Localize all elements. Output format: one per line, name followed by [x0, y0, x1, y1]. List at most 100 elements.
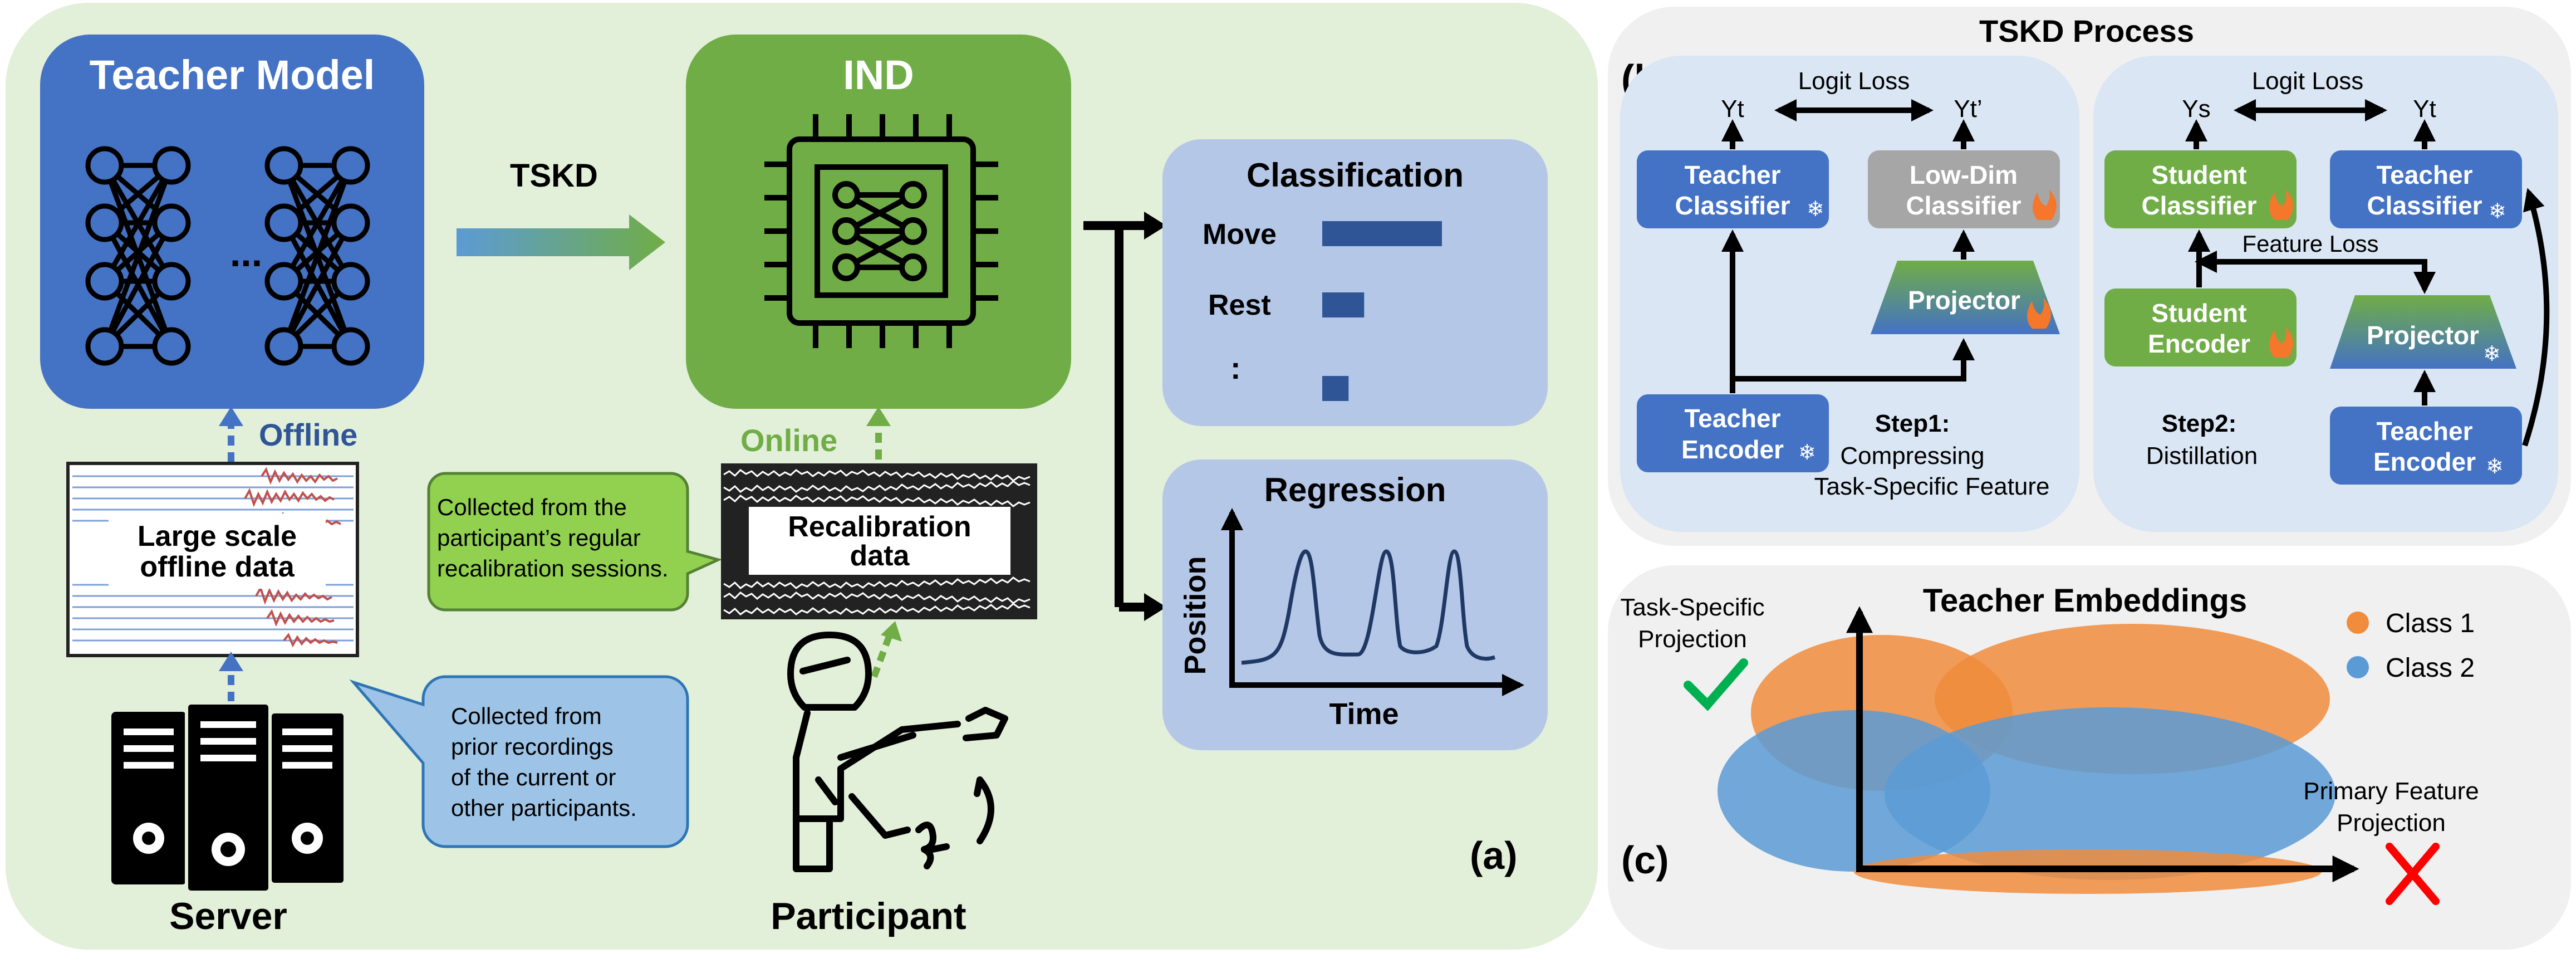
panel-c-title: Teacher Embeddings — [1923, 583, 2247, 619]
arrow-to-regression — [1144, 593, 1166, 621]
participant-label: Participant — [771, 895, 966, 937]
step1-projector-label: Projector — [1908, 286, 2020, 315]
snowflake-icon: ❄ — [1798, 441, 1816, 465]
embedding-ellipses — [1718, 624, 2335, 894]
flame-icon — [2027, 298, 2051, 329]
checkmark-icon — [1684, 658, 1748, 711]
ind-title: IND — [843, 52, 914, 98]
step1-diagram: Yt Yt’ Logit Loss Teacher Classifier ❄ L… — [1637, 67, 2060, 500]
legend-class1: Class 1 — [2386, 609, 2475, 638]
callout-blue-line3: of the current or — [451, 764, 616, 790]
legend-class2: Class 2 — [2386, 653, 2475, 683]
flame-icon — [2269, 327, 2293, 358]
classification-box: Classification Move Rest : — [1162, 139, 1548, 426]
online-arrowhead — [866, 407, 891, 426]
step1-desc1: Compressing — [1840, 442, 1984, 470]
server-label: Server — [169, 895, 287, 937]
step1-projector — [1871, 261, 2060, 334]
regression-curve — [1241, 549, 1496, 665]
regression-ylabel: Position — [1179, 556, 1212, 675]
step1-teacher-classifier-line2: Classifier — [1675, 191, 1790, 220]
tskd-arrow — [457, 214, 665, 270]
step1-teacher-classifier — [1637, 150, 1829, 228]
classification-bar — [1322, 292, 1365, 317]
recalibration-data-box: Recalibration data — [721, 463, 1037, 619]
snowflake-icon: ❄ — [2483, 343, 2501, 366]
nn-ellipsis: ... — [230, 231, 262, 275]
step1-teacher-encoder — [1637, 394, 1829, 472]
step2-yt: Yt — [2413, 95, 2436, 123]
recalibration-data-line1: Recalibration — [788, 511, 971, 543]
callout-blue-line1: Collected from — [451, 703, 602, 729]
step2-diagram: Ys Yt Logit Loss Student Classifier Teac… — [2104, 67, 2550, 485]
class2-ellipse-right — [1885, 707, 2335, 880]
step2-teacher-encoder — [2330, 407, 2522, 485]
step1-logit-loss: Logit Loss — [1798, 67, 1910, 95]
classification-bar — [1322, 376, 1349, 401]
primary-feature-line1: Primary Feature — [2303, 778, 2479, 805]
legend-swatch-class1 — [2347, 612, 2369, 634]
class-label-move: Move — [1203, 218, 1277, 251]
recalibration-data-line2: data — [850, 540, 910, 572]
participant-arrow — [871, 633, 893, 678]
step2-projector-label: Projector — [2367, 321, 2479, 350]
step2-connector-arrows — [2185, 119, 2550, 447]
flame-icon — [2033, 189, 2057, 220]
snowflake-icon: ❄ — [2486, 455, 2504, 478]
step2-teacher-classifier-line2: Classifier — [2367, 191, 2482, 220]
step2-student-encoder-line2: Encoder — [2148, 329, 2250, 358]
classification-bars — [1322, 221, 1442, 401]
step1-teacher-encoder-line2: Encoder — [1681, 435, 1784, 464]
step2-title: Step2: — [2162, 410, 2236, 437]
task-specific-line2: Projection — [1638, 625, 1747, 653]
legend: Class 1 Class 2 — [2347, 609, 2475, 683]
step2-student-classifier — [2104, 150, 2297, 228]
step2-teacher-classifier — [2330, 150, 2522, 228]
regression-box: Regression Position Time — [1162, 459, 1548, 750]
step1-lowdim-classifier-line2: Classifier — [1906, 191, 2021, 220]
step2-feature-loss: Feature Loss — [2242, 231, 2378, 257]
classification-bar — [1322, 221, 1442, 246]
flame-icon — [2269, 189, 2293, 220]
panel-c-label: (c) — [1621, 838, 1669, 882]
step2-student-encoder — [2104, 289, 2297, 366]
arrow-to-classification — [1144, 212, 1166, 239]
step1-teacher-encoder-line1: Teacher — [1684, 404, 1780, 433]
step1-lowdim-classifier — [1868, 150, 2060, 228]
panel-b-title: TSKD Process — [1979, 13, 2194, 48]
step2-student-classifier-line2: Classifier — [2141, 191, 2256, 220]
step1-desc2: Task-Specific Feature — [1814, 473, 2049, 500]
class-label-rest: Rest — [1208, 289, 1271, 321]
step2-projector — [2330, 295, 2516, 369]
offline-label: Offline — [259, 417, 357, 452]
server-icon — [111, 701, 347, 894]
tskd-arrow-label: TSKD — [510, 158, 598, 194]
step2-teacher-encoder-line1: Teacher — [2376, 417, 2472, 446]
step1-lowdim-classifier-line1: Low-Dim — [1910, 160, 2018, 189]
callout-green-line1: Collected from the — [437, 494, 627, 520]
recalibration-signal-lines — [723, 469, 1031, 615]
callout-green: Collected from the participant’s regular… — [427, 472, 723, 612]
step2-teacher-classifier-line1: Teacher — [2376, 160, 2472, 189]
cross-icon — [2386, 843, 2440, 905]
class-label-more: : — [1230, 350, 1241, 385]
callout-green-line2: participant’s regular — [437, 525, 641, 551]
ind-box: IND — [686, 35, 1071, 409]
step2-student-encoder-line1: Student — [2151, 299, 2246, 327]
offline-arrowhead — [219, 407, 243, 426]
step1-yt-prime: Yt’ — [1954, 95, 1982, 123]
output-branch-arrows — [1083, 221, 1147, 612]
step2-ys: Ys — [2182, 95, 2210, 123]
participant-icon — [787, 632, 1008, 872]
regression-title: Regression — [1264, 471, 1446, 509]
primary-feature-line2: Projection — [2337, 809, 2446, 837]
callout-blue: Collected from prior recordings of the c… — [349, 675, 689, 848]
callout-green-line3: recalibration sessions. — [437, 555, 669, 581]
panel-a-label: (a) — [1470, 834, 1518, 877]
neural-network-icon — [85, 146, 370, 366]
legend-swatch-class2 — [2347, 656, 2369, 678]
chip-icon — [764, 114, 998, 348]
step2-student-classifier-line1: Student — [2151, 160, 2246, 189]
step1-connector-arrows — [1721, 119, 1975, 393]
